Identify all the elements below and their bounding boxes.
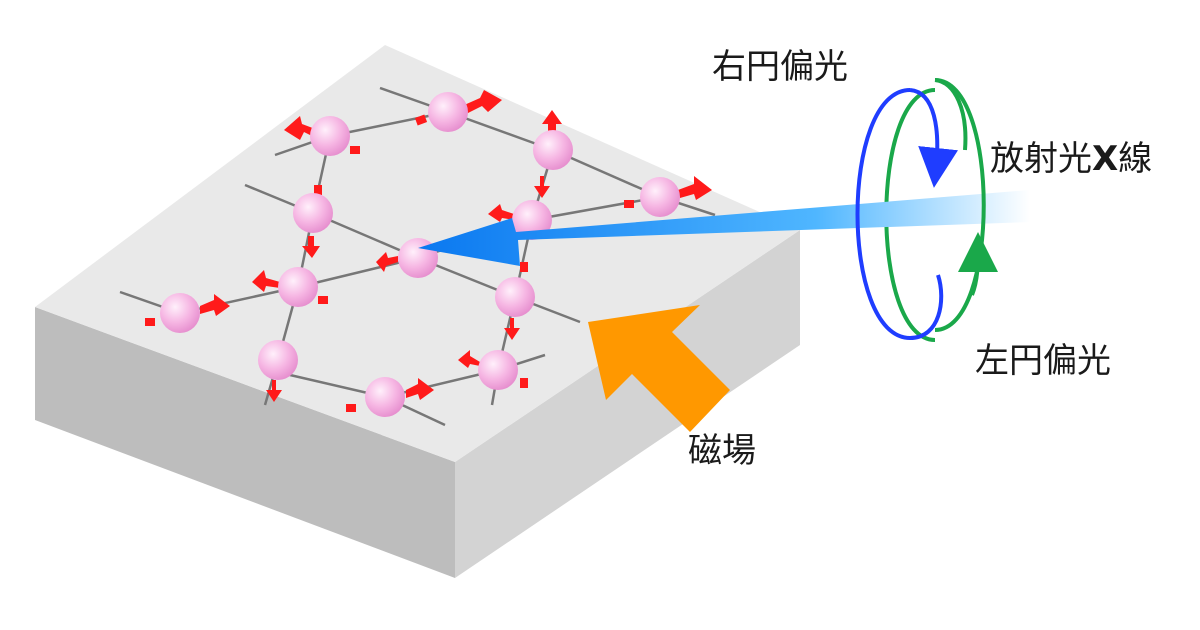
spin-tail [520,262,528,272]
spin-arrow [284,116,318,140]
xray-beam [418,190,1030,266]
spin-tail [350,146,360,154]
spin-arrow [542,110,562,132]
spin-arrow [458,350,480,368]
right-circular-label: 右円偏光 [712,47,848,87]
spin-arrows [145,90,712,412]
xray-label: 放射光X線 [990,139,1152,179]
right-circular-arrow-path [909,88,958,188]
xray-label-prefix: 放射光 [990,139,1092,179]
atom [365,377,405,417]
spin-arrow [376,252,398,272]
spin-arrow [266,380,282,402]
atom [258,340,298,380]
spin-tail [414,114,428,126]
lattice-line [289,353,546,399]
left-circular-arrow-path [934,78,968,151]
spin-tail [624,200,634,208]
atom [478,350,518,390]
atom [310,116,350,156]
block-left-face [35,307,455,578]
spin-tail [520,378,528,388]
magnetic-field-label: 磁場 [688,431,756,471]
atom [293,193,333,233]
atom [495,277,535,317]
spin-arrow [252,270,280,292]
right-circular-loop [855,88,944,341]
atom [428,92,468,132]
spin-arrow [200,294,230,316]
spin-arrow [504,318,520,340]
spin-arrow [488,204,514,222]
atom [533,130,573,170]
atom [160,293,200,333]
atom [640,177,680,217]
block-front-face [455,230,800,578]
xray-label-suffix: 線 [1118,139,1152,179]
spin-tail [346,404,356,412]
spin-arrow [534,176,550,198]
spin-arrow [406,378,434,400]
spin-arrow [462,90,502,114]
left-circular-label: 左円偏光 [975,341,1111,381]
magnetic-field-arrow [588,305,730,432]
spin-arrow [678,176,712,200]
spin-tail [145,318,155,326]
spin-arrow [302,236,320,258]
left-circular-arrow-tip [957,232,998,296]
spin-tail [314,185,322,195]
atoms [160,92,680,417]
left-circular-loop [934,78,986,332]
xray-label-x: X [1092,139,1118,179]
polarization-loops [855,78,998,341]
atom [278,267,318,307]
spin-tail [318,296,328,304]
